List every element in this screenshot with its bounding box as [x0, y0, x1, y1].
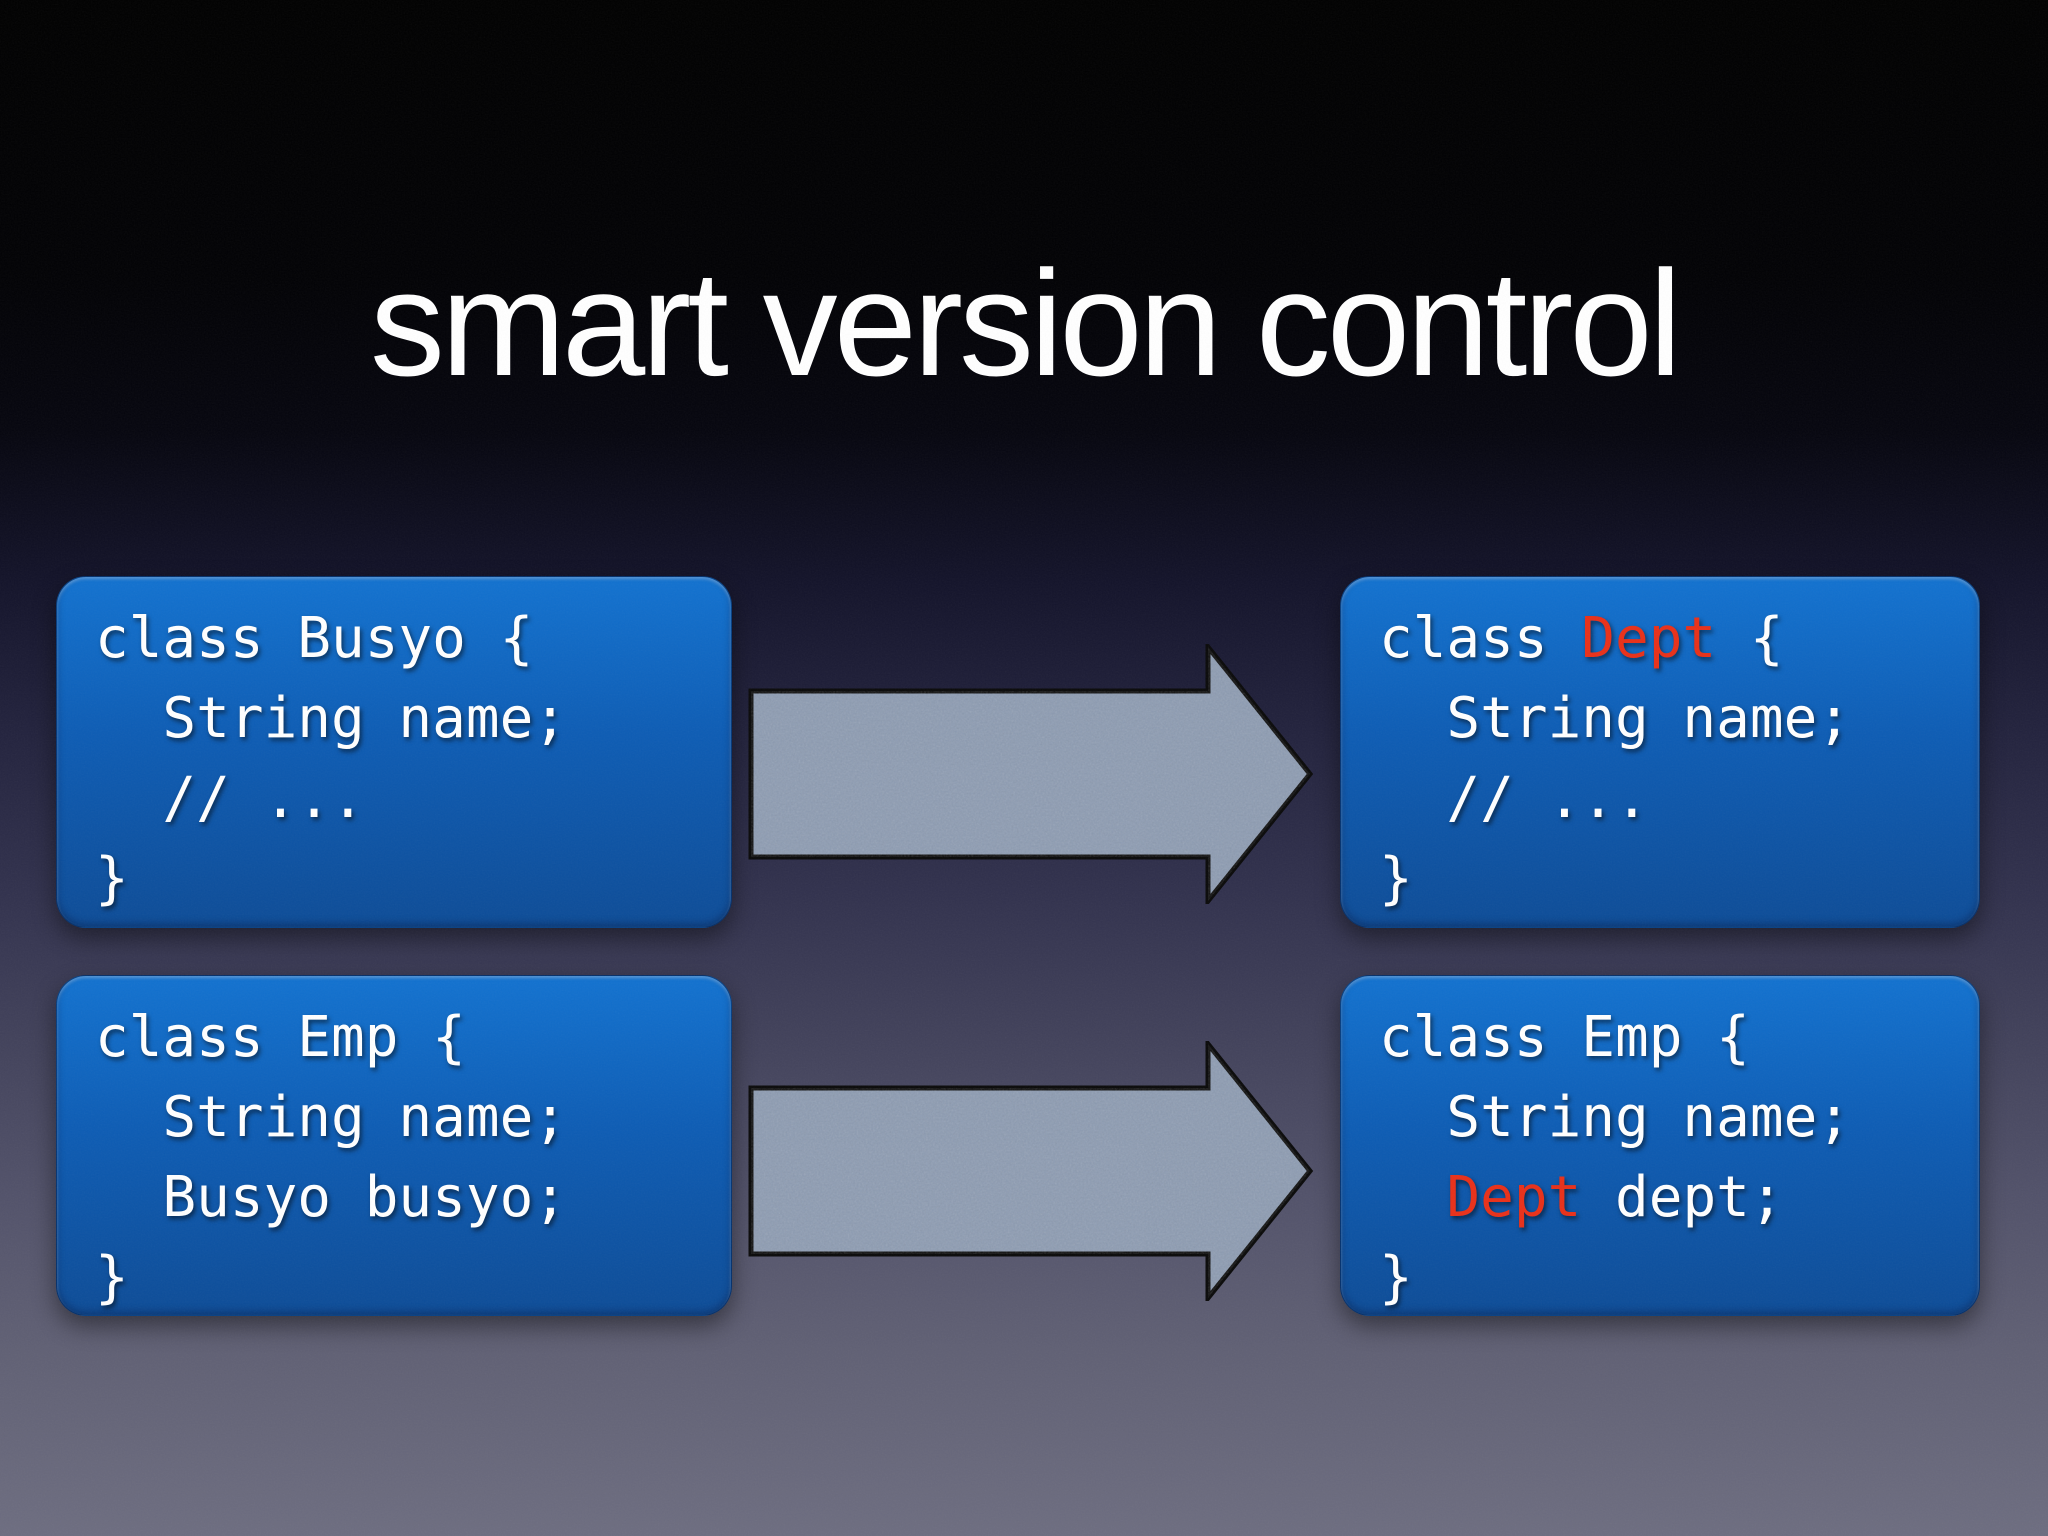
code-token: } [95, 846, 129, 911]
transform-arrow-bottom-icon [748, 1041, 1314, 1301]
code-line: class Dept { [1379, 599, 1959, 679]
code-line: String name; [1379, 679, 1959, 759]
code-token-highlight: Dept [1446, 1165, 1582, 1230]
code-token [1379, 1165, 1446, 1230]
code-token: class Busyo { [95, 606, 534, 671]
code-token: String name; [1379, 1085, 1852, 1150]
code-token: } [1379, 846, 1413, 911]
code-token: String name; [1379, 686, 1852, 751]
code-line: String name; [95, 679, 711, 759]
code-token: Busyo busyo; [95, 1165, 568, 1230]
slide-title: smart version control [369, 238, 1682, 407]
code-token: } [1379, 1245, 1413, 1310]
code-token: // ... [95, 766, 365, 831]
code-line: class Emp { [1379, 998, 1959, 1078]
code-token: { [1716, 606, 1784, 671]
code-box-emp-after: class Emp { String name; Dept dept;} [1340, 975, 1980, 1316]
code-token: class Emp { [1379, 1005, 1750, 1070]
code-token: class Emp { [95, 1005, 466, 1070]
code-line: } [95, 1238, 711, 1318]
code-line: } [1379, 839, 1959, 919]
code-token: dept; [1581, 1165, 1784, 1230]
code-line: // ... [1379, 759, 1959, 839]
code-line: } [1379, 1238, 1959, 1318]
code-token: String name; [95, 1085, 568, 1150]
code-token: class [1379, 606, 1582, 671]
code-line: Dept dept; [1379, 1158, 1959, 1238]
code-token: // ... [1379, 766, 1649, 831]
code-line: class Busyo { [95, 599, 711, 679]
code-line: // ... [95, 759, 711, 839]
code-token: String name; [95, 686, 568, 751]
code-box-busyo-before: class Busyo { String name; // ...} [56, 576, 732, 928]
code-line: class Emp { [95, 998, 711, 1078]
code-box-dept-after: class Dept { String name; // ...} [1340, 576, 1980, 928]
code-token-highlight: Dept [1581, 606, 1717, 671]
transform-arrow-top-icon [748, 644, 1314, 904]
code-box-emp-before: class Emp { String name; Busyo busyo;} [56, 975, 732, 1316]
code-line: Busyo busyo; [95, 1158, 711, 1238]
code-line: String name; [95, 1078, 711, 1158]
code-line: } [95, 839, 711, 919]
code-line: String name; [1379, 1078, 1959, 1158]
code-token: } [95, 1245, 129, 1310]
